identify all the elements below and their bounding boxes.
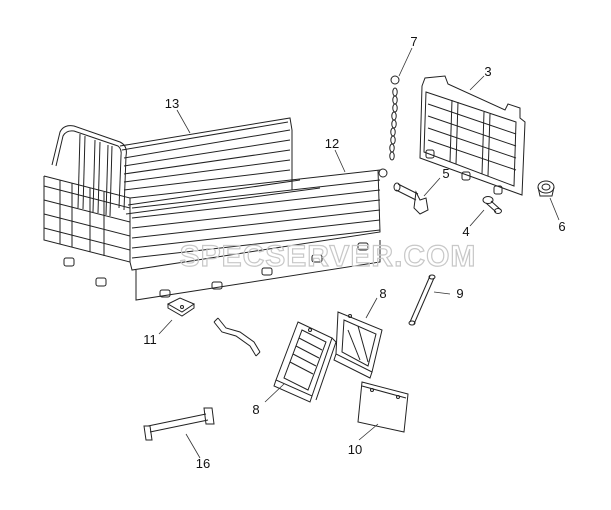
mud-flap — [357, 381, 409, 433]
cross-member — [143, 407, 215, 441]
bolt — [482, 196, 502, 214]
chain — [389, 75, 400, 161]
hinge-pin — [393, 182, 429, 215]
bracket — [166, 297, 196, 317]
bushing — [537, 180, 555, 197]
callout-label: 13 — [165, 96, 179, 111]
callout-label: 8 — [252, 402, 259, 417]
callout-label: 9 — [456, 286, 463, 301]
watermark-text: SPECSERVER.COM — [180, 240, 477, 273]
callout-label: 4 — [462, 224, 469, 239]
callout-label: 11 — [143, 332, 157, 347]
cargo-body — [43, 117, 388, 301]
leader-lines — [158, 47, 560, 459]
step-right — [333, 311, 383, 379]
callout-label: 7 — [410, 34, 417, 49]
callout-label: 12 — [325, 136, 339, 151]
callout-label: 6 — [558, 219, 565, 234]
stay-rod — [408, 274, 436, 326]
curved-bracket — [213, 317, 261, 357]
step-left — [273, 321, 337, 403]
callout-label: 3 — [484, 64, 491, 79]
callout-label: 10 — [348, 442, 362, 457]
callout-label: 8 — [379, 286, 386, 301]
callout-label: 5 — [442, 166, 449, 181]
tailgate — [419, 75, 526, 196]
callout-label: 16 — [196, 456, 210, 471]
